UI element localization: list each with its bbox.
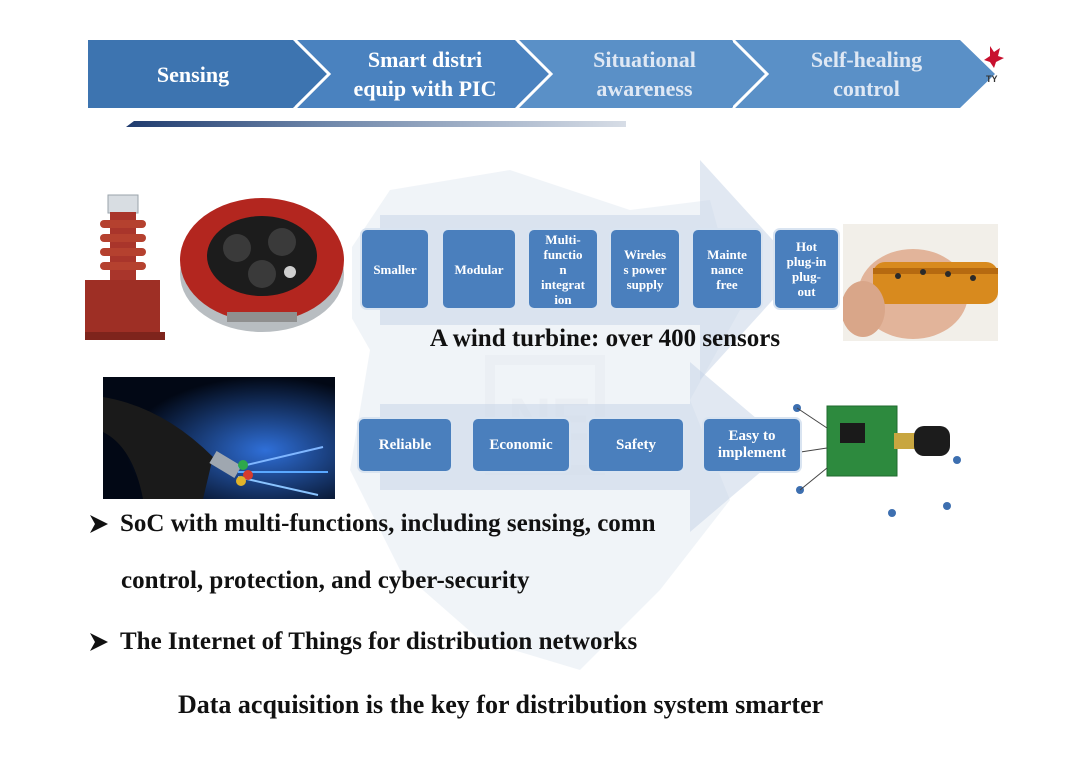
feature-wireless-power-supply: Wireles s power supply — [609, 228, 681, 310]
wind-turbine-caption: A wind turbine: over 400 sensors — [429, 325, 781, 352]
bullet-soc: SoC with multi-functions, including sens… — [90, 510, 656, 538]
bullet-soc-continuation: control, protection, and cyber-security — [121, 567, 530, 594]
step-sensing: Sensing — [88, 40, 328, 108]
feature-reliable: Reliable — [357, 417, 453, 473]
feature-easy-to-implement: Easy to implement — [702, 417, 802, 473]
bullet-arrow-icon — [90, 633, 108, 651]
feature-hot-plug: Hot plug-in plug- out — [773, 228, 840, 310]
feature-smaller: Smaller — [360, 228, 430, 310]
chevron-divider-3 — [733, 40, 770, 108]
chevron-divider-1 — [295, 40, 332, 108]
chevron-divider-2 — [517, 40, 554, 108]
header-underline — [126, 121, 626, 127]
flexible-sensor-photo — [843, 224, 998, 341]
key-statement: Data acquisition is the key for distribu… — [178, 690, 824, 719]
feature-modular: Modular — [441, 228, 517, 310]
feature-economic: Economic — [471, 417, 571, 473]
feature-multi-function-integration: Multi- functio n integrat ion — [527, 228, 599, 310]
bullet-arrow-icon — [90, 515, 108, 533]
current-transformer-photo — [172, 182, 352, 342]
insulator-transformer-photo — [80, 190, 170, 345]
feature-maintenance-free: Mainte nance free — [691, 228, 763, 310]
bullet-iot-text: The Internet of Things for distribution … — [120, 628, 638, 655]
wireless-module-photo — [782, 378, 967, 520]
background-arrow-bottom — [380, 362, 790, 532]
logo-text: TY — [986, 74, 998, 84]
feature-safety: Safety — [587, 417, 685, 473]
fiber-optic-cable-photo — [103, 377, 335, 499]
bullet-iot: The Internet of Things for distribution … — [90, 628, 637, 656]
university-logo: TY — [982, 44, 1006, 84]
bullet-soc-text: SoC with multi-functions, including sens… — [120, 510, 656, 537]
